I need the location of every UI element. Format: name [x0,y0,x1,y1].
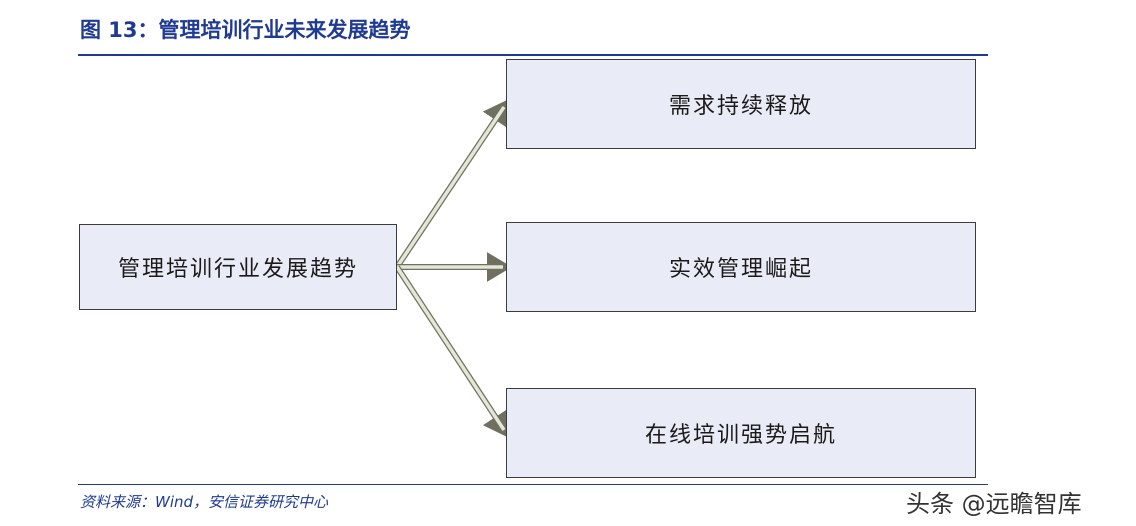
branch-node-3: 在线培训强势启航 [506,388,976,478]
root-node: 管理培训行业发展趋势 [79,224,397,310]
arrow-to-branch-3 [394,265,510,439]
source-note: 资料来源：Wind，安信证券研究中心 [80,493,329,511]
top-divider [78,54,988,56]
figure-title: 图 13：管理培训行业未来发展趋势 [80,18,411,42]
branch-node-1: 需求持续释放 [506,59,976,149]
watermark: 头条 @远瞻智库 [906,490,1082,518]
branch-node-2: 实效管理崛起 [506,222,976,312]
bottom-divider [78,484,988,485]
arrow-to-branch-1 [394,99,510,269]
